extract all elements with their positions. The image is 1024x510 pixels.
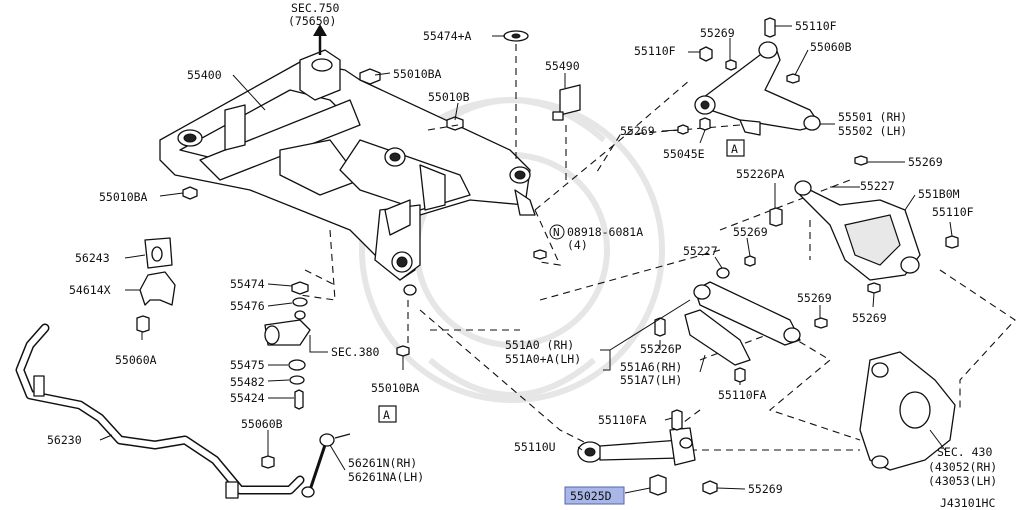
label-55010BA-c: 55010BA <box>371 381 420 395</box>
label-55269-f: 55269 <box>852 311 887 325</box>
label-55476: 55476 <box>230 299 265 313</box>
label-sec380: SEC.380 <box>331 345 380 359</box>
ref-box-a2: A <box>378 405 397 423</box>
label-55475: 55475 <box>230 358 265 372</box>
stabilizer-link-56261N <box>261 433 351 498</box>
label-55110F-b: 55110F <box>634 44 676 58</box>
label-55110FA-b: 55110FA <box>598 413 647 427</box>
label-55269-g: 55269 <box>748 482 783 496</box>
small-parts-top <box>182 30 581 260</box>
sec750-arrow <box>313 24 327 55</box>
label-55060B-b: 55060B <box>241 417 283 431</box>
label-55060A: 55060A <box>115 353 157 367</box>
part-labels: SEC.750 (75650) 55400 55010BA 55010B 550… <box>47 1 997 510</box>
label-55502: 55502 (LH) <box>838 124 907 138</box>
label-55482: 55482 <box>230 375 265 389</box>
label-55010BA-b: 55010BA <box>99 190 148 204</box>
label-55227-b: 55227 <box>683 244 718 258</box>
bushing-56243 <box>136 237 176 333</box>
label-sec430: SEC. 430 <box>937 445 992 459</box>
lower-arm-551B0M <box>769 155 959 294</box>
label-08918: 08918-6081A <box>567 225 643 239</box>
label-56261N: 56261N(RH) <box>348 456 417 470</box>
label-55490: 55490 <box>545 59 580 73</box>
label-55474: 55474 <box>230 277 265 291</box>
label-56230: 56230 <box>47 433 82 447</box>
label-55060B-a: 55060B <box>810 40 852 54</box>
knuckle-sec430 <box>859 351 956 471</box>
ref-a1-label: A <box>731 142 738 156</box>
label-sec750: SEC.750 <box>291 1 340 15</box>
label-55400: 55400 <box>187 68 222 82</box>
label-43053: (43053(LH) <box>928 474 997 488</box>
ref-a2-label: A <box>383 408 390 422</box>
circled-n-symbol: N <box>549 224 565 240</box>
diagram-code: J43101HC <box>940 496 995 510</box>
label-551A7: 551A7(LH) <box>620 373 682 387</box>
label-55226PA: 55226PA <box>736 167 785 181</box>
label-55269-e: 55269 <box>797 291 832 305</box>
mount-stack-55474 <box>264 281 410 410</box>
stabilizer-bar-56230 <box>15 323 305 499</box>
label-551A0-rh: 551A0 (RH) <box>505 338 574 352</box>
circ-n-label: N <box>553 226 560 239</box>
label-55110F-a: 55110F <box>795 19 837 33</box>
label-55010BA-a: 55010BA <box>393 67 442 81</box>
link-551A0 <box>654 255 828 383</box>
label-55010B: 55010B <box>428 90 470 104</box>
label-55226P: 55226P <box>640 342 682 356</box>
label-56243: 56243 <box>75 251 110 265</box>
label-55269-c: 55269 <box>908 155 943 169</box>
highlight-55025D <box>564 486 625 505</box>
label-55025D: 55025D <box>570 489 612 503</box>
label-55227-a: 55227 <box>860 179 895 193</box>
label-55501: 55501 (RH) <box>838 110 907 124</box>
label-551A6: 551A6(RH) <box>620 360 682 374</box>
label-551A0-lh: 551A0+A(LH) <box>505 352 581 366</box>
label-55045E: 55045E <box>663 147 705 161</box>
label-56261NA: 56261NA(LH) <box>348 470 424 484</box>
label-55269-b: 55269 <box>620 124 655 138</box>
label-75650: (75650) <box>288 14 336 28</box>
ref-box-a1: A <box>726 139 745 157</box>
leader-lines <box>99 25 953 494</box>
label-55110U: 55110U <box>514 440 556 454</box>
label-08918-qty: (4) <box>567 238 588 252</box>
upper-arm-55501 <box>677 17 821 136</box>
label-55269-d: 55269 <box>733 225 768 239</box>
toe-link-55110U <box>577 409 718 496</box>
label-551B0M: 551B0M <box>918 187 960 201</box>
label-43052: (43052(RH) <box>928 460 997 474</box>
subframe-55400 <box>159 49 536 296</box>
label-55269-a: 55269 <box>700 26 735 40</box>
label-55424: 55424 <box>230 391 265 405</box>
label-55474A: 55474+A <box>423 29 472 43</box>
label-55110F-c: 55110F <box>932 205 974 219</box>
label-54614X: 54614X <box>69 283 111 297</box>
label-55110FA-a: 55110FA <box>718 388 767 402</box>
